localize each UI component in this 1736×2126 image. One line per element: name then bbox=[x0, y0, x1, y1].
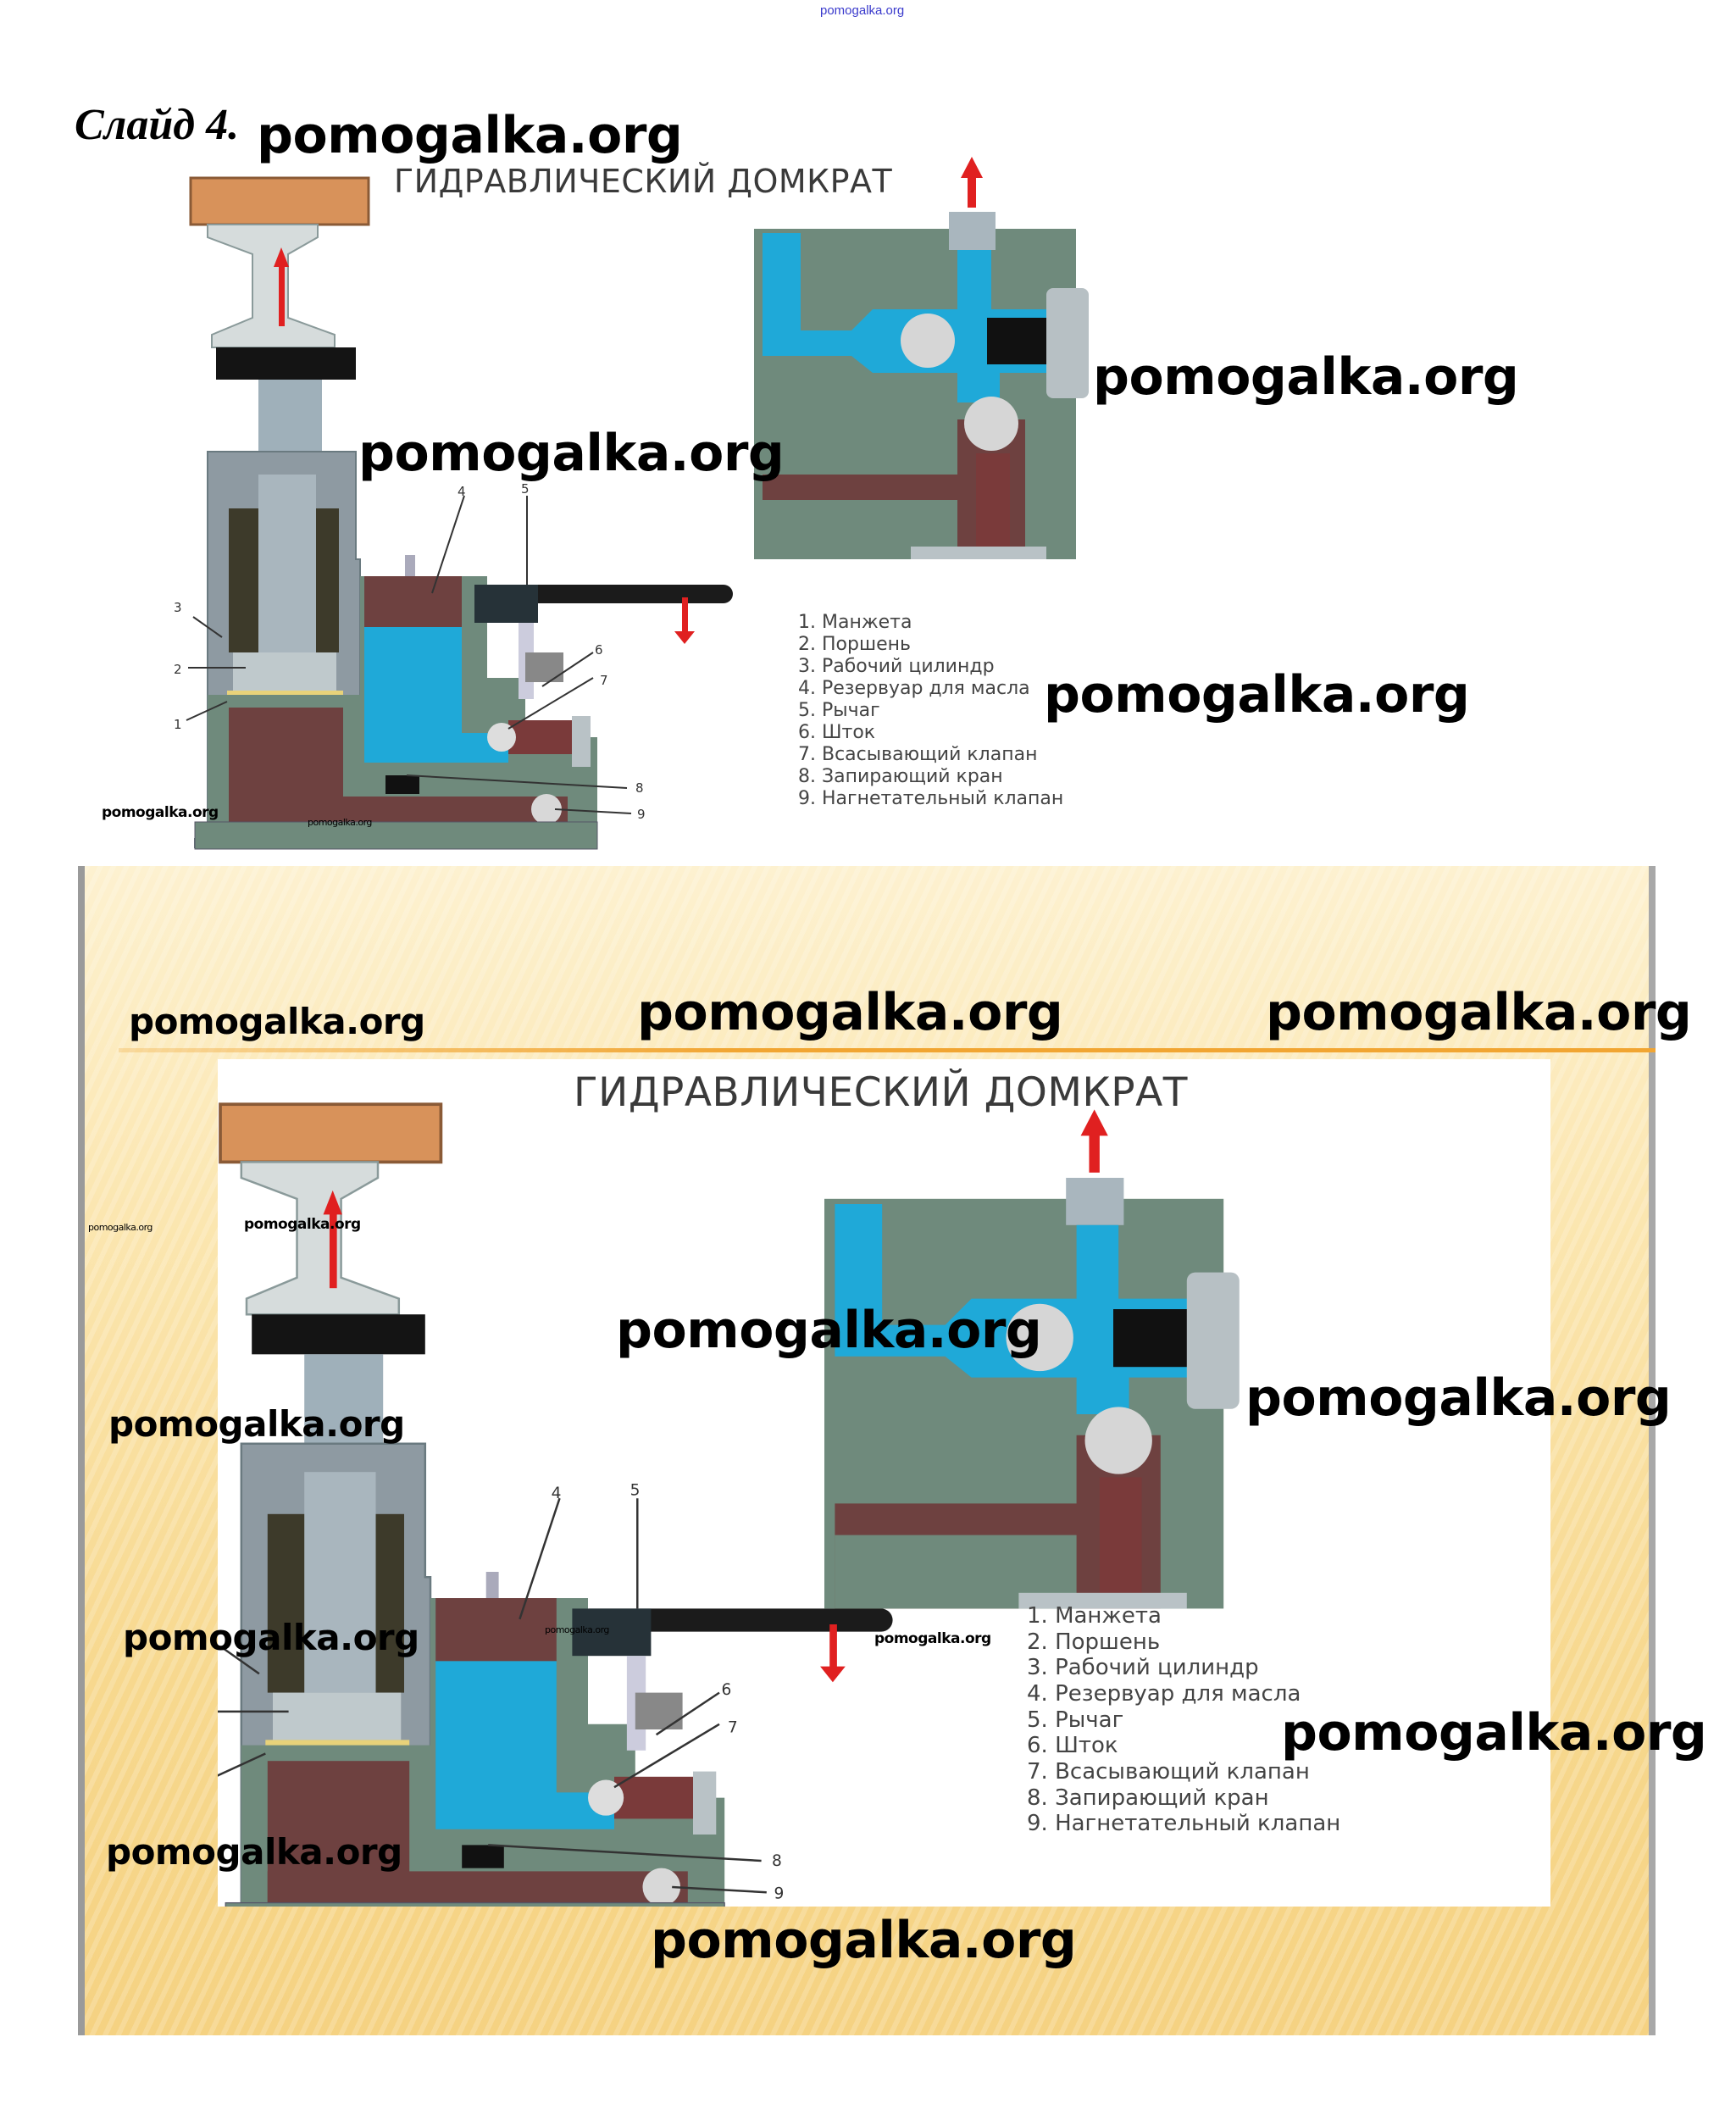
part-number: 8 bbox=[635, 780, 644, 796]
part-number-labels: 3 2 1 4 5 6 7 8 9 bbox=[174, 481, 646, 822]
part-number: 1 bbox=[174, 717, 182, 732]
legend-item: 7. Всасывающий клапан bbox=[798, 743, 1038, 765]
legend-item: 6. Шток bbox=[1027, 1733, 1118, 1759]
valve-detail bbox=[754, 157, 1089, 559]
suction-ball bbox=[487, 723, 516, 752]
part-number: 9 bbox=[774, 1885, 784, 1903]
load-block bbox=[189, 176, 370, 226]
slide-title-rule bbox=[119, 1048, 1656, 1052]
jack-base bbox=[194, 821, 598, 850]
part-number: 7 bbox=[600, 673, 608, 688]
part-number: 7 bbox=[728, 1719, 738, 1737]
watermark: pomogalka.org bbox=[651, 1911, 1077, 1970]
watermark: pomogalka.org bbox=[244, 1216, 361, 1233]
part-number: 3 bbox=[174, 600, 182, 615]
legend-item: 3. Рабочий цилиндр bbox=[1027, 1655, 1259, 1681]
watermark: pomogalka.org bbox=[108, 1403, 405, 1445]
screw-cap bbox=[216, 347, 356, 380]
legend-item: 1. Манжета bbox=[1027, 1603, 1162, 1629]
discharge-ball bbox=[531, 794, 562, 824]
watermark: pomogalka.org bbox=[257, 106, 683, 165]
suction-valve-spring bbox=[508, 720, 572, 754]
down-arrow bbox=[674, 597, 695, 644]
legend-item: 4. Резервуар для масла bbox=[1027, 1681, 1301, 1707]
watermark: pomogalka.org bbox=[1281, 1703, 1707, 1762]
legend-item: 8. Запирающий кран bbox=[798, 765, 1003, 787]
parts-legend: 1. Манжета 2. Поршень 3. Рабочий цилиндр… bbox=[798, 612, 1063, 810]
legend-item: 3. Рабочий цилиндр bbox=[798, 655, 995, 677]
part-number: 9 bbox=[637, 807, 646, 822]
valve-cap bbox=[572, 716, 591, 767]
watermark: pomogalka.org bbox=[1044, 665, 1470, 724]
watermark: pomogalka.org bbox=[1266, 983, 1692, 1042]
watermark: pomogalka.org bbox=[1093, 347, 1519, 407]
watermark: pomogalka.org bbox=[616, 1301, 1042, 1360]
legend-item: 1. Манжета bbox=[798, 612, 912, 633]
part-number: 5 bbox=[521, 481, 530, 497]
watermark: pomogalka.org bbox=[874, 1630, 991, 1647]
legend-item: 5. Рычаг bbox=[1027, 1707, 1124, 1733]
watermark: pomogalka.org bbox=[106, 1831, 402, 1873]
shutoff-valve bbox=[385, 775, 419, 794]
up-arrow-head bbox=[274, 247, 289, 267]
legend-item: 4. Резервуар для масла bbox=[798, 677, 1030, 699]
legend-item: 9. Нагнетательный клапан bbox=[1027, 1811, 1341, 1837]
pump-head bbox=[525, 652, 563, 682]
base-channel bbox=[229, 797, 568, 822]
watermark: pomogalka.org bbox=[545, 1624, 609, 1635]
jack-illustration: 3 2 1 4 5 6 7 8 9 bbox=[218, 1102, 1240, 1907]
piston-rod bbox=[258, 475, 316, 652]
watermark: pomogalka.org bbox=[358, 424, 785, 483]
legend-item: 2. Поршень bbox=[1027, 1629, 1161, 1655]
legend-item: 2. Поршень bbox=[798, 633, 911, 655]
slide-label: Слайд 4. bbox=[75, 101, 240, 149]
part-number: 5 bbox=[630, 1481, 641, 1499]
ram bbox=[258, 380, 322, 452]
lever-bracket bbox=[474, 585, 538, 623]
header-watermark: pomogalka.org bbox=[820, 3, 905, 18]
legend-item: 9. Нагнетательный клапан bbox=[798, 787, 1064, 809]
part-number: 6 bbox=[595, 642, 603, 658]
lever-handle bbox=[479, 585, 733, 603]
legend-item: 5. Рычаг bbox=[798, 699, 880, 721]
reservoir-oil bbox=[364, 627, 508, 763]
watermark: pomogalka.org bbox=[308, 817, 372, 828]
reservoir-cap bbox=[405, 555, 415, 576]
jack-illustration: 3 2 1 4 5 6 7 8 9 bbox=[174, 157, 1089, 850]
part-number: 2 bbox=[174, 662, 182, 677]
watermark: pomogalka.org bbox=[123, 1617, 419, 1658]
up-arrow-shaft bbox=[279, 263, 285, 326]
diagram-title: ГИДРАВЛИЧЕСКИЙ ДОМКРАТ bbox=[394, 163, 893, 200]
legend-item: 6. Шток bbox=[798, 721, 876, 743]
watermark: pomogalka.org bbox=[1245, 1368, 1672, 1428]
piston bbox=[233, 652, 336, 691]
reservoir-top bbox=[364, 576, 462, 627]
legend-item: 8. Запирающий кран bbox=[1027, 1785, 1269, 1811]
hydraulic-jack-diagram-slide: ГИДРАВЛИЧЕСКИЙ ДОМКРАТ bbox=[218, 1059, 1550, 1907]
watermark: pomogalka.org bbox=[88, 1222, 153, 1233]
watermark: pomogalka.org bbox=[102, 804, 219, 821]
diagram-title: ГИДРАВЛИЧЕСКИЙ ДОМКРАТ bbox=[574, 1069, 1188, 1116]
hydraulic-jack-diagram-top: ГИДРАВЛИЧЕСКИЙ ДОМКРАТ bbox=[0, 0, 1736, 856]
parts-legend: 1. Манжета 2. Поршень 3. Рабочий цилиндр… bbox=[1027, 1603, 1340, 1837]
watermark: pomogalka.org bbox=[637, 983, 1063, 1042]
saddle bbox=[207, 224, 336, 348]
legend-item: 7. Всасывающий клапан bbox=[1027, 1759, 1310, 1785]
part-number: 8 bbox=[772, 1852, 782, 1870]
part-number: 6 bbox=[721, 1681, 731, 1699]
watermark: pomogalka.org bbox=[129, 1001, 425, 1042]
part-number: 4 bbox=[552, 1485, 562, 1502]
part-number: 4 bbox=[458, 484, 466, 499]
